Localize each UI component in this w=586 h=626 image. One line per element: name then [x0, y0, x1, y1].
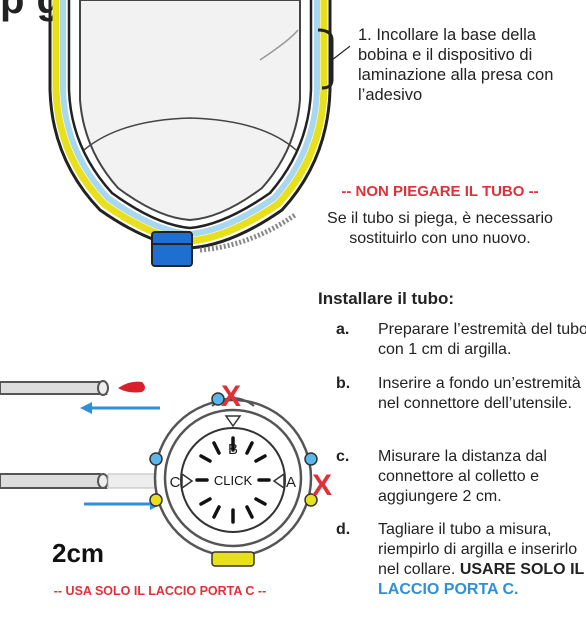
step-text: Inserire a fondo un’estremità nel connet… — [378, 375, 581, 412]
arrow-left-icon — [80, 402, 92, 414]
page-title-fragment: p g — [0, 0, 62, 22]
measure-label: 2cm — [52, 538, 105, 568]
install-heading: Installare il tubo: — [318, 289, 455, 308]
clay-drop-icon — [118, 381, 145, 393]
connector-diagram: B C A CLICK X X — [0, 380, 332, 567]
step-letter: c. — [336, 448, 350, 465]
warning-text: Se il tubo si piega, è necessario sostit… — [327, 210, 553, 247]
step-letter: d. — [336, 521, 351, 538]
warning-title: -- NON PIEGARE IL TUBO -- — [341, 183, 539, 200]
step-text: Tagliare il tubo a misura, riempirlo di … — [378, 520, 586, 600]
click-label: CLICK — [214, 473, 253, 488]
step-d-text: Tagliare il tubo a misura, riempirlo di … — [378, 521, 578, 578]
port-c-label: C — [170, 474, 181, 491]
port-a-dot-icon — [304, 493, 318, 507]
port-c-dot-icon — [149, 452, 163, 466]
step-text: Misurare la distanza dal connettore al c… — [378, 448, 547, 505]
device-illustration — [48, 0, 350, 267]
step-letter: b. — [336, 375, 351, 392]
step-d-emphasis-blue: LACCIO PORTA C. — [378, 581, 519, 598]
step-text: Preparare l’estremità del tubo con 1 cm … — [378, 321, 586, 358]
click-burst-icon — [195, 436, 271, 524]
x-mark-right-icon: X — [312, 469, 332, 502]
step-1-text: 1. Incollare la base della bobina e il d… — [358, 26, 554, 104]
port-b-dot-icon — [211, 392, 225, 406]
blue-connector-icon — [151, 231, 193, 267]
yellow-tab-icon — [211, 551, 255, 567]
step-d-emphasis: USARE SOLO IL — [459, 561, 585, 578]
x-mark-top-icon: X — [221, 380, 241, 413]
port-a-label: A — [286, 474, 296, 491]
step-letter: a. — [336, 321, 350, 338]
footer-warning: -- USA SOLO IL LACCIO PORTA C -- — [53, 584, 267, 598]
